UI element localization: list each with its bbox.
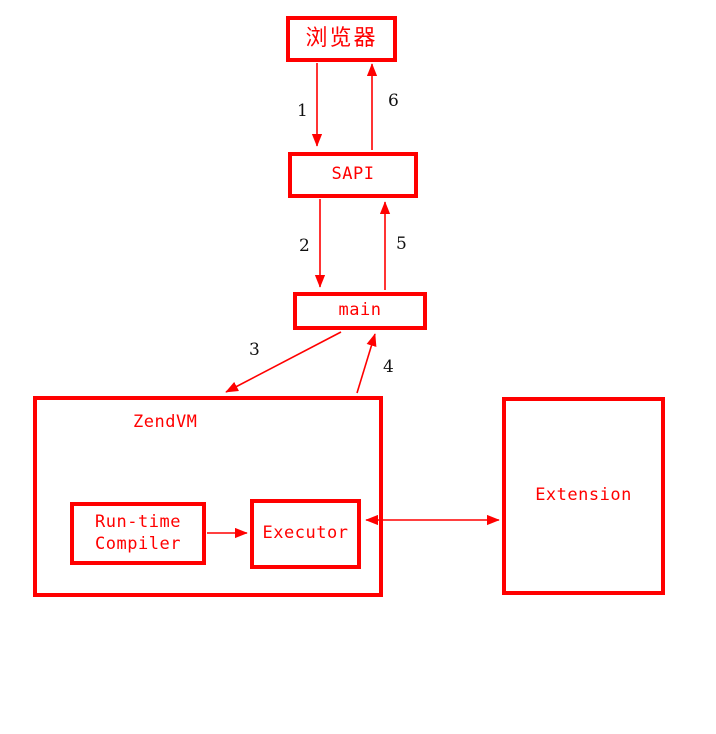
- edge-label-3: 3: [249, 340, 260, 360]
- edge-label-1: 1: [297, 101, 308, 121]
- node-extension[interactable]: Extension: [502, 397, 665, 595]
- node-runtime-compiler-label: Run-time Compiler: [95, 512, 181, 554]
- node-executor-label: Executor: [262, 523, 349, 544]
- node-runtime-compiler[interactable]: Run-time Compiler: [70, 502, 206, 565]
- node-extension-label: Extension: [535, 485, 632, 506]
- node-executor[interactable]: Executor: [250, 499, 361, 569]
- node-main[interactable]: main: [293, 292, 427, 330]
- edge-zendvm-to-main: [356, 333, 377, 394]
- node-browser-label: 浏览器: [305, 26, 378, 52]
- node-browser[interactable]: 浏览器: [286, 16, 397, 62]
- edge-label-4: 4: [383, 357, 394, 377]
- edge-label-5: 5: [396, 234, 407, 254]
- node-sapi-label: SAPI: [331, 164, 375, 185]
- edge-label-6: 6: [388, 91, 399, 111]
- node-main-label: main: [338, 300, 382, 321]
- edge-main-to-zendvm: [225, 331, 342, 393]
- edge-label-2: 2: [299, 236, 310, 256]
- node-zendvm-label: ZendVM: [133, 412, 198, 432]
- node-sapi[interactable]: SAPI: [288, 152, 418, 198]
